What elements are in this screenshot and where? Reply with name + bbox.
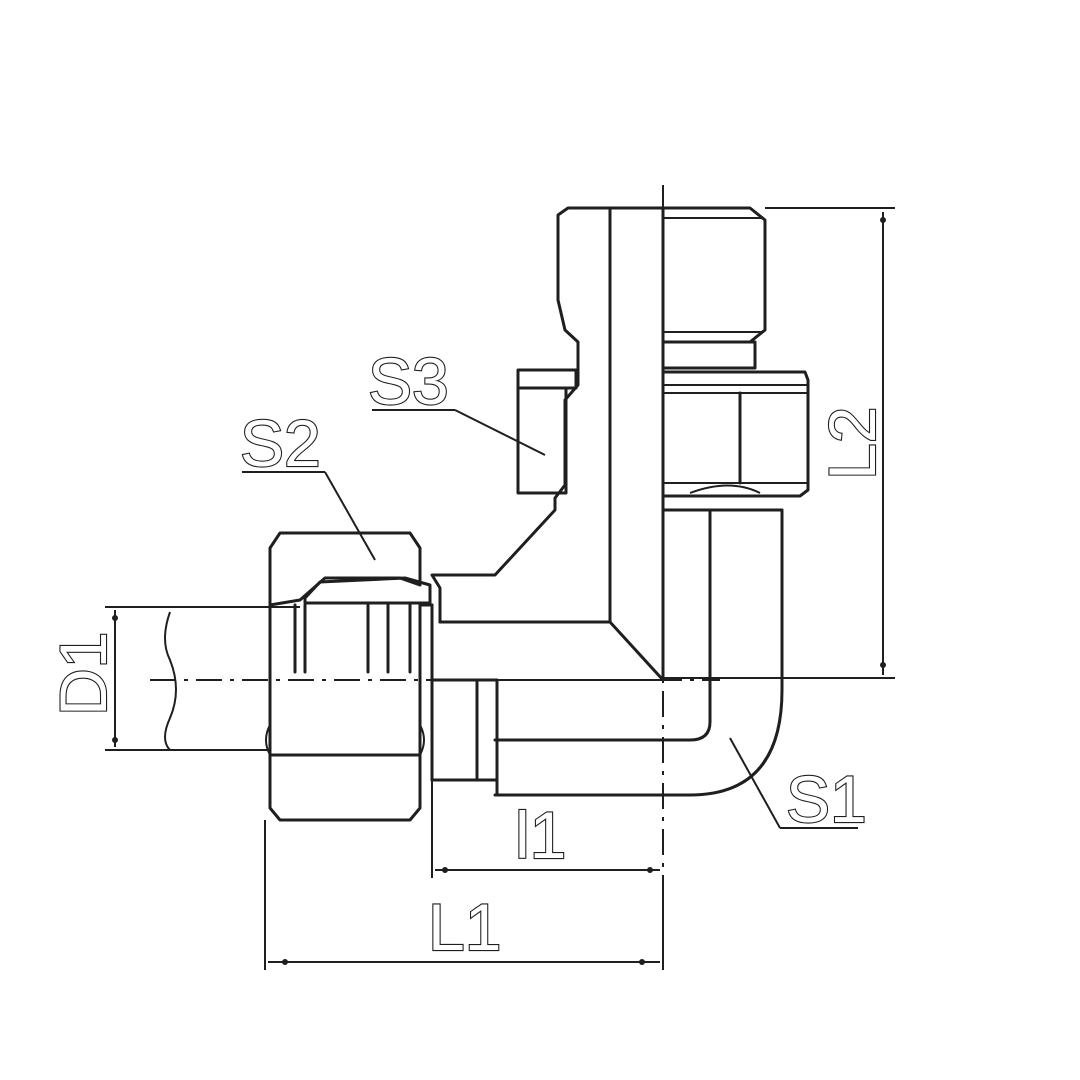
leader-lines xyxy=(242,409,858,829)
upper-stud xyxy=(608,206,767,682)
label-l1-small: l1 xyxy=(515,798,566,872)
label-l1: L1 xyxy=(428,890,501,964)
label-l2: L2 xyxy=(815,407,889,480)
label-s3: S3 xyxy=(368,344,449,418)
label-s2: S2 xyxy=(240,406,321,480)
union-nut xyxy=(265,603,434,822)
center-lines xyxy=(150,185,720,880)
lower-stub xyxy=(430,678,499,797)
dimension-lines xyxy=(105,207,895,970)
lock-nut xyxy=(661,370,810,498)
label-d1: D1 xyxy=(46,632,120,716)
label-s1: S1 xyxy=(786,762,867,836)
